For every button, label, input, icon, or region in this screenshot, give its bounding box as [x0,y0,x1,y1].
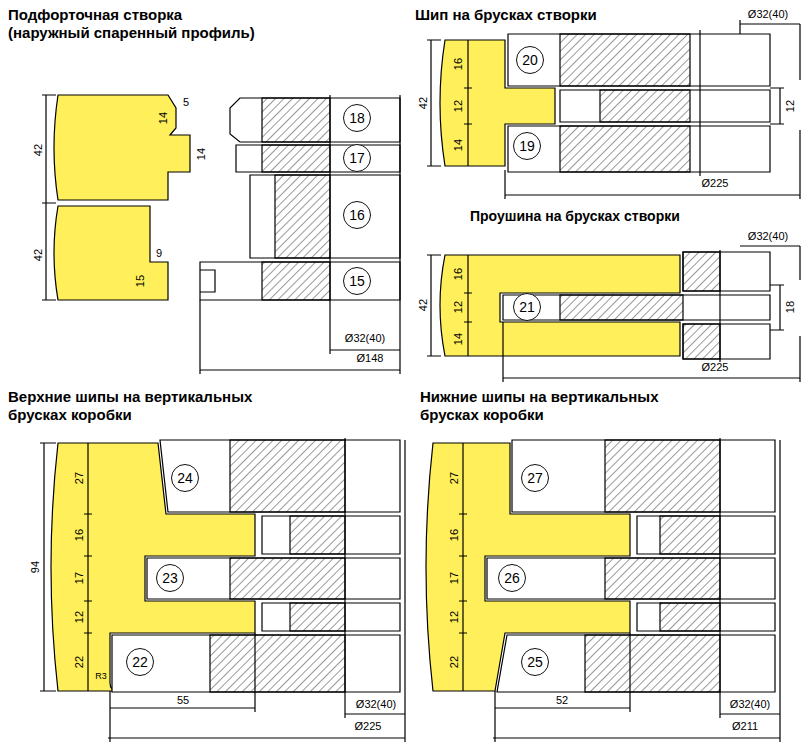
callout-number: 27 [527,471,543,485]
dimension-label: 16 [74,529,85,541]
dimension-label: 42 [418,299,429,311]
dimension-label: 94 [30,561,41,573]
section-title: Верхние шипы на вертикальных брусках кор… [8,388,288,424]
callout-number: 25 [527,655,543,669]
dimension-label: 22 [449,656,460,668]
callout-number: 24 [177,471,193,485]
slot-set [427,246,800,382]
callout-number: 18 [349,111,365,125]
callout-number: 19 [519,139,535,153]
dimension-label: 55 [177,695,189,706]
callout-number: 22 [132,655,148,669]
callout-number: 26 [504,571,520,585]
callout-number: 23 [162,571,178,585]
callout-circle: 20 [516,46,544,74]
dimension-label: 16 [453,268,464,280]
section-title: Проушина на брусках створки [470,208,800,225]
dimension-label: 42 [33,144,44,156]
callout-circle: 18 [343,104,371,132]
dimension-label: 17 [74,572,85,584]
dimension-label: 27 [449,472,460,484]
dimension-label: 14 [196,148,207,160]
callout-number: 15 [349,274,365,288]
dimension-label: 12 [449,611,460,623]
dimension-label: 14 [453,139,464,151]
dimension-label: 18 [785,301,796,313]
dimension-label: R3 [95,672,107,681]
dimension-label: Ø211 [732,721,758,732]
callout-circle: 24 [171,464,199,492]
upper-tenons-set [40,438,405,742]
dimension-label: 22 [74,656,85,668]
dimension-label: 15 [135,275,146,287]
callout-circle: 25 [521,648,549,676]
dimension-label: Ø32(40) [730,699,770,710]
callout-circle: 26 [498,564,526,592]
dimension-label: 12 [453,301,464,313]
dimension-label: Ø32(40) [748,231,788,242]
dimension-label: Ø225 [355,721,382,732]
dimension-label: 14 [453,333,464,345]
dimension-label: 9 [156,248,162,259]
dimension-label: Ø225 [702,178,729,189]
tenon-set [427,20,800,199]
dimension-label: 42 [418,97,429,109]
dimension-label: 27 [74,472,85,484]
callout-circle: 19 [513,132,541,160]
callout-circle: 16 [343,201,371,229]
dimension-label: 12 [74,611,85,623]
callout-circle: 21 [513,293,541,321]
dimension-label: 16 [453,58,464,70]
dimension-label: Ø225 [702,362,729,373]
callout-circle: 22 [126,648,154,676]
dimension-label: Ø32(40) [748,9,788,20]
callout-circle: 15 [343,267,371,295]
callout-number: 16 [349,208,365,222]
dimension-label: Ø32(40) [345,333,385,344]
section-title: Подфорточная створка (наружный спаренный… [8,6,260,42]
callout-circle: 17 [343,144,371,172]
dimension-label: Ø148 [357,353,384,364]
dimension-label: 14 [158,112,169,124]
section-title: Нижние шипы на вертикальных брусках коро… [420,388,700,424]
sash-profile-set [42,95,400,374]
lower-tenons-set [426,438,780,742]
callout-number: 20 [522,53,538,67]
dimension-label: 17 [449,572,460,584]
callout-number: 21 [519,300,535,314]
dimension-label: Ø32(40) [356,699,396,710]
dimension-label: 52 [556,695,568,706]
dimension-label: 16 [449,529,460,541]
dimension-label: 5 [183,97,189,108]
dimension-label: 12 [453,100,464,112]
dimension-label: 12 [785,100,796,112]
callout-number: 17 [349,151,365,165]
section-title: Шип на брусках створки [415,6,805,24]
callout-circle: 27 [521,464,549,492]
dimension-label: 42 [33,249,44,261]
callout-circle: 23 [156,564,184,592]
